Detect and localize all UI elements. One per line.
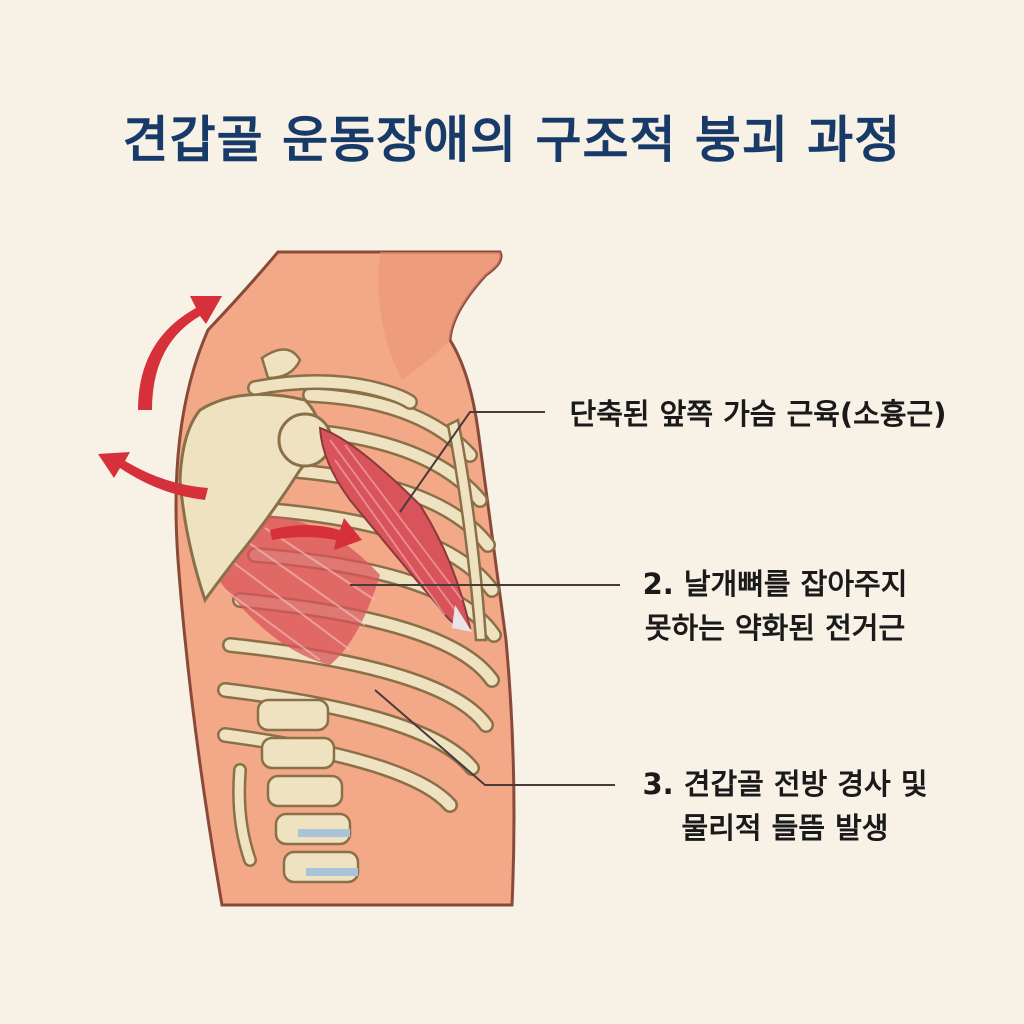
label-scapular-tilt: 3. 견갑골 전방 경사 및 물리적 들뜸 발생	[642, 767, 928, 845]
neck-shadow	[378, 252, 502, 380]
label-serratus-anterior: 2. 날개뼈를 잡아주지 못하는 약화된 전거근	[642, 567, 908, 645]
spine	[232, 698, 360, 884]
leader-lines	[350, 411, 620, 786]
label-pectoralis-minor: 단축된 앞쪽 가슴 근육(소흉근)	[569, 397, 947, 431]
pectoralis-minor-muscle	[318, 426, 472, 632]
leader-line-1	[399, 411, 545, 513]
motion-arrows	[98, 296, 362, 550]
upward-rotation-arrow	[138, 296, 222, 410]
page-title: 견갑골 운동장애의 구조적 붕괴 과정	[122, 111, 902, 169]
serratus-anterior-muscle	[215, 515, 380, 665]
forward-shift-arrow	[270, 518, 362, 550]
leader-line-3	[374, 689, 615, 786]
anterior-tilt-arrow	[98, 452, 208, 500]
